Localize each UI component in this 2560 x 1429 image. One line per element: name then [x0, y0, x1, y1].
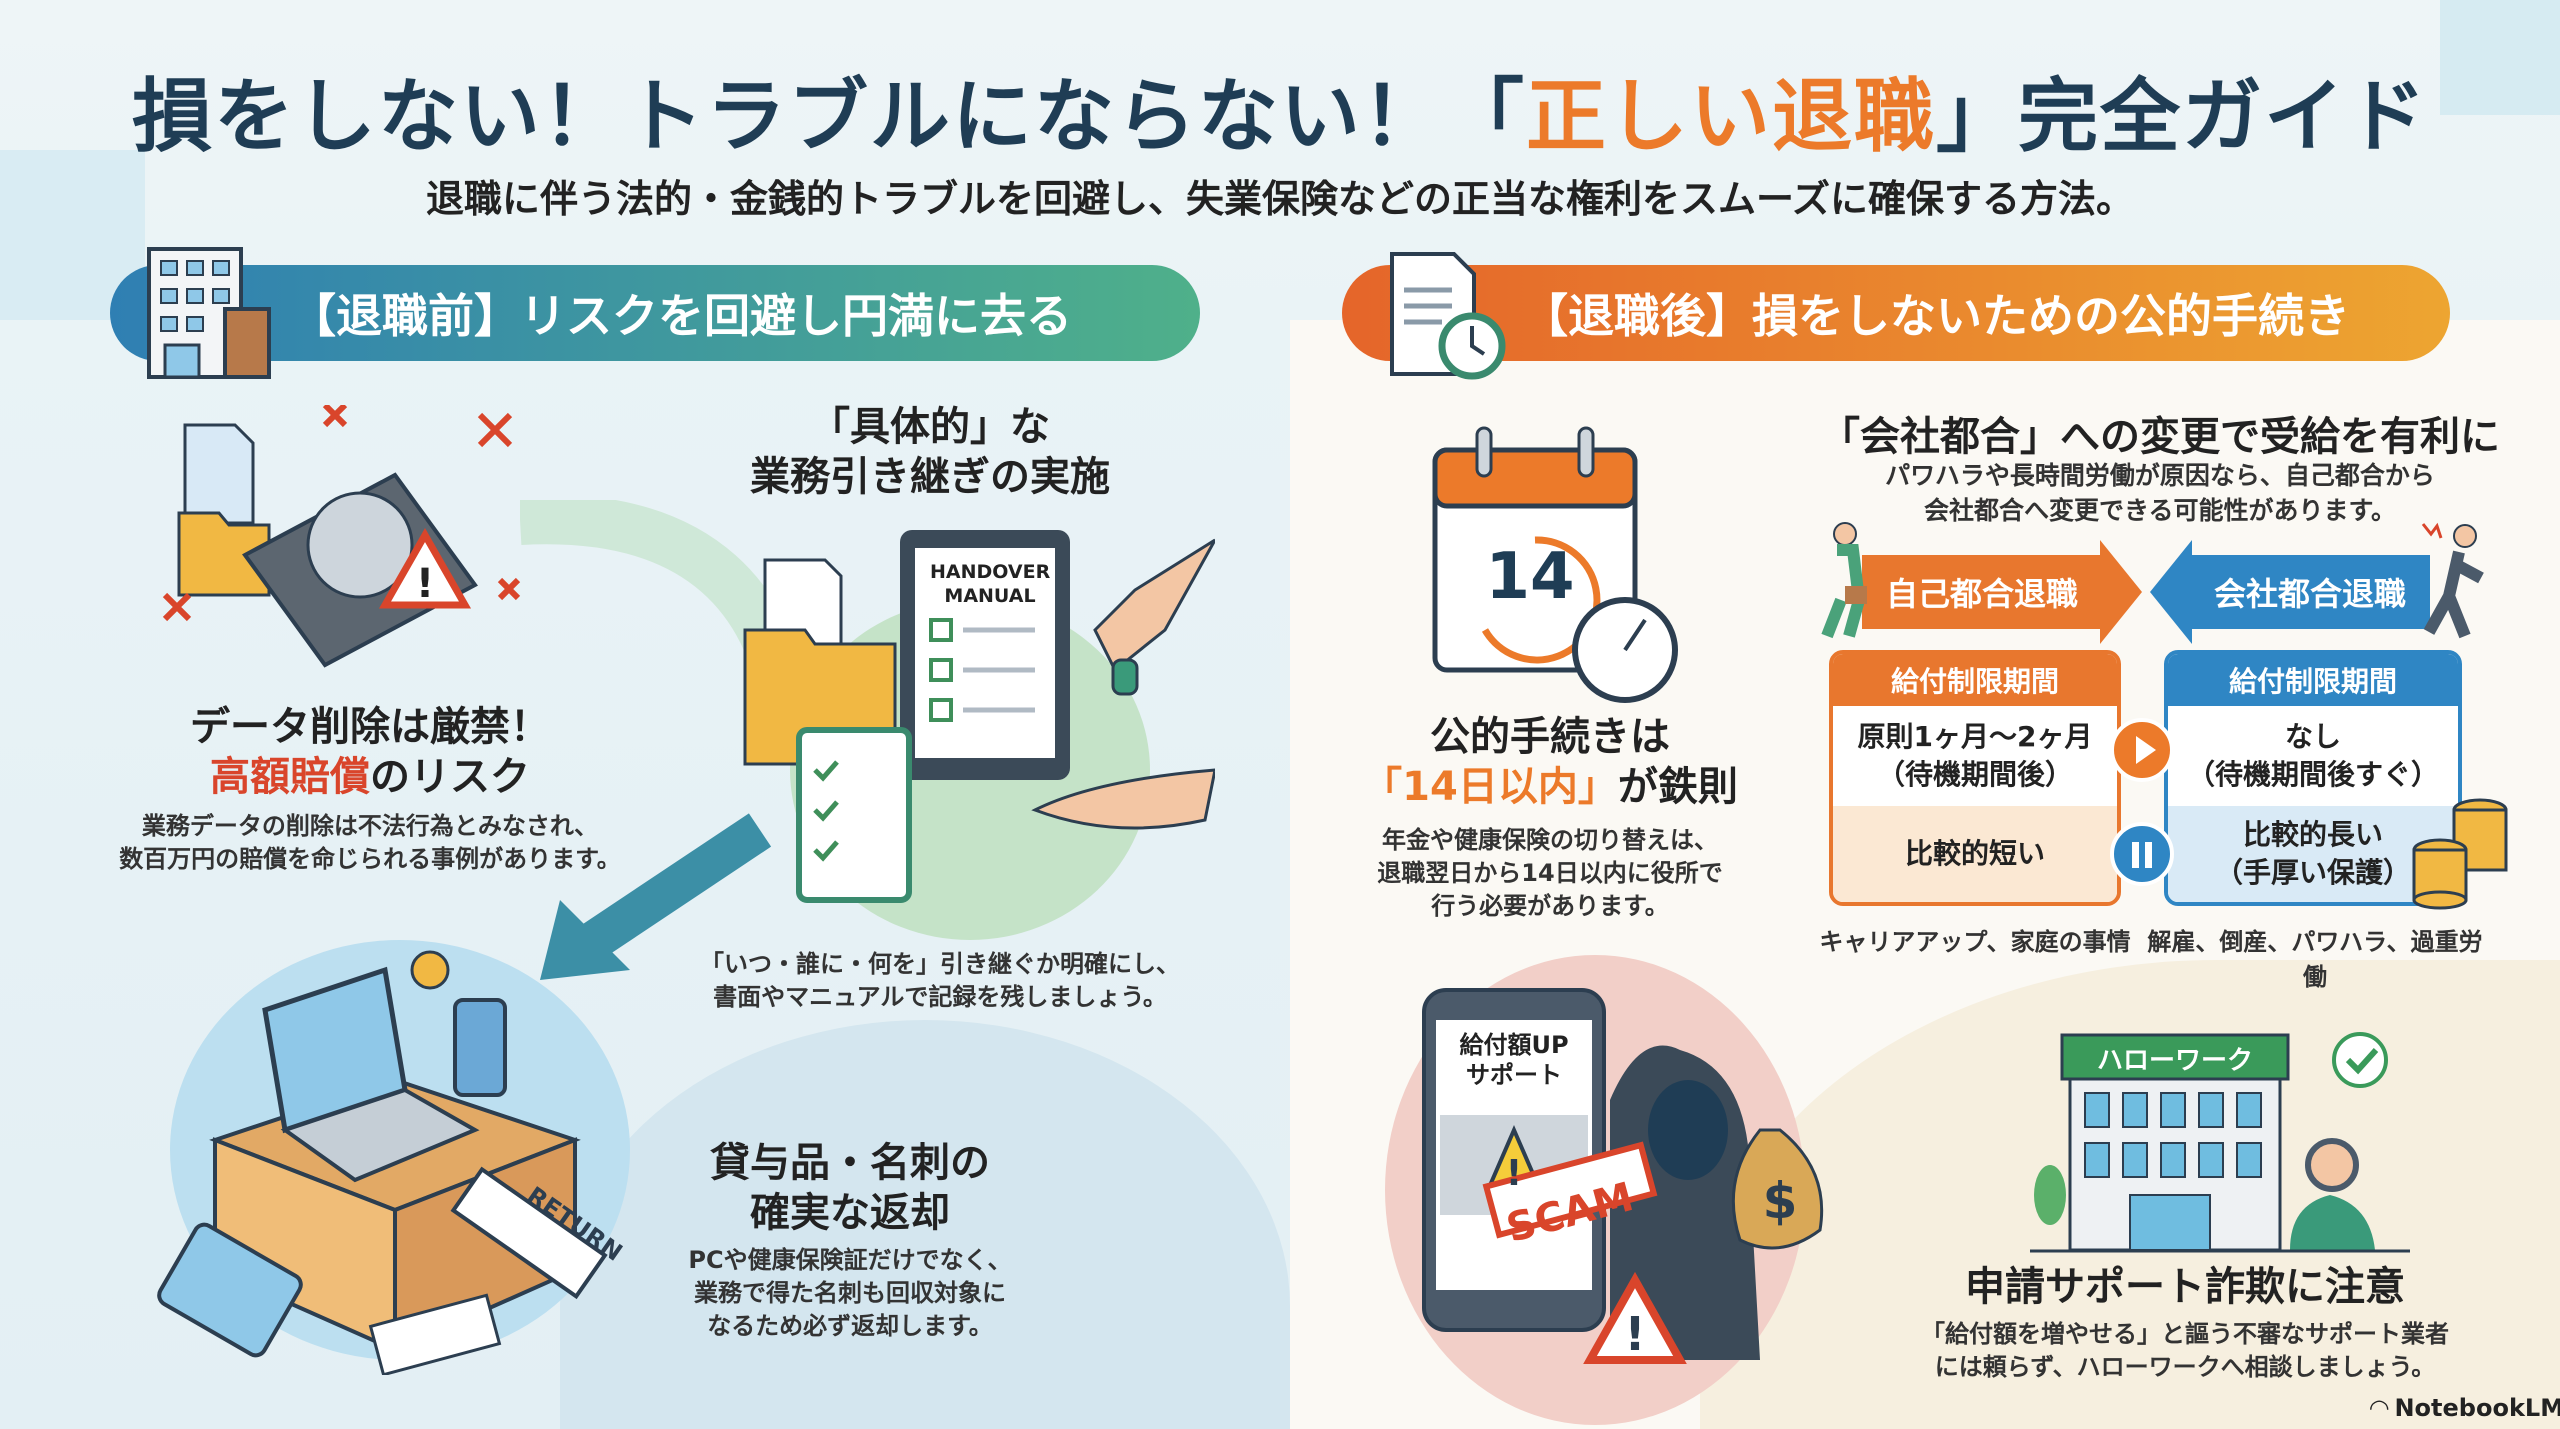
scam-description: 「給付額を増やせる」と謳う不審なサポート業者には頼らず、ハローワークへ相談しまし…: [1921, 1320, 2449, 1381]
play-icon: [2110, 718, 2174, 782]
arrow-head: [2150, 540, 2192, 644]
arrow-head: [2100, 540, 2142, 644]
svg-text:!: !: [416, 561, 434, 607]
arrow-label: 自己都合退職: [1885, 575, 2078, 613]
after-retirement-banner: 【退職後】損をしないための公的手続き: [1342, 265, 2450, 361]
scam-heading: 申請サポート詐欺に注意: [1965, 1264, 2405, 1310]
page-subtitle: 退職に伴う法的・金銭的トラブルを回避し、失業保険などの正当な権利をスムーズに確保…: [425, 177, 2135, 221]
company-reason-heading: 「会社都合」への変更で受給を有利に: [1820, 414, 2500, 460]
svg-text:$: $: [1763, 1172, 1798, 1230]
office-building-icon: [147, 247, 271, 379]
scam-illustration: $ ! !: [1422, 988, 1824, 1364]
svg-text:!: !: [1625, 1307, 1646, 1361]
company-reason-card: 給付制限期間 なし（待機期間後すぐ） 比較的長い（手厚い保護）: [2164, 650, 2462, 906]
company-reason-caption: 解雇、倒産、パワハラ、過重労働: [2147, 928, 2483, 991]
company-reason-description: パワハラや長時間労働が原因なら、自己都合から会社都合へ変更できる可能性があります…: [1885, 461, 2435, 525]
deadline-description: 年金や健康保険の切り替えは、退職翌日から14日以内に役所で行う必要があります。: [1377, 826, 1723, 920]
return-heading: 貸与品・名刺の確実な返却: [710, 1140, 990, 1236]
calendar-stopwatch-icon: [1432, 426, 1678, 703]
self-reason-arrow: 自己都合退職: [1862, 555, 2102, 629]
pause-icon: [2110, 822, 2174, 886]
card-period: 原則1ヶ月〜2ヶ月（待機期間後）: [1833, 706, 2117, 806]
card-header: 給付制限期間: [2168, 654, 2458, 706]
document-clock-icon: [1390, 252, 1506, 380]
deadline-heading: 公的手続きは「14日以内」が鉄則: [1362, 714, 1738, 810]
card-duration: 比較的短い: [1833, 806, 2117, 902]
self-reason-caption: キャリアアップ、家庭の事情: [1819, 928, 2131, 956]
broken-hard-drive-illustration: !: [162, 405, 521, 668]
coin-stack-icon: [2412, 798, 2508, 910]
card-header: 給付制限期間: [1833, 654, 2117, 706]
banner-label: 【退職後】損をしないための公的手続き: [1522, 289, 2350, 343]
notebooklm-logo-icon: ◠: [2370, 1394, 2389, 1422]
hello-work-sign: ハローワーク: [2096, 1046, 2253, 1076]
company-reason-arrow: 会社都合退職: [2190, 555, 2430, 629]
brand-label: NotebookLM: [2394, 1394, 2560, 1422]
return-box-illustration: [157, 950, 608, 1375]
before-retirement-banner: 【退職前】リスクを回避し円満に去る: [110, 265, 1200, 361]
svg-text:!: !: [1506, 1153, 1522, 1194]
handover-illustration: [743, 530, 1215, 903]
running-person-icon: [2421, 522, 2484, 639]
page-title: 損をしない！トラブルにならない！「正しい退職」完全ガイド: [132, 70, 2428, 163]
corner-decoration: [2440, 0, 2560, 115]
data-deletion-description: 業務データの削除は不法行為とみなされ、数百万円の賠償を命じられる事例があります。: [119, 812, 621, 873]
arrow-label: 会社都合退職: [2213, 575, 2406, 613]
card-duration: 比較的長い（手厚い保護）: [2168, 806, 2458, 902]
card-period: なし（待機期間後すぐ）: [2168, 706, 2458, 806]
return-description: PCや健康保険証だけでなく、業務で得た名刺も回収対象になるため必ず返却します。: [688, 1246, 1012, 1340]
handover-description: 「いつ・誰に・何を」引き継ぐか明確にし、書面やマニュアルで記録を残しましょう。: [700, 950, 1180, 1011]
walking-person-icon: [1821, 522, 1867, 639]
calendar-number: 14: [1485, 540, 1575, 614]
self-reason-card: 給付制限期間 原則1ヶ月〜2ヶ月（待機期間後） 比較的短い: [1829, 650, 2121, 906]
handover-heading: 「具体的」な業務引き継ぎの実施: [750, 404, 1110, 500]
hello-work-building-illustration: [2030, 1032, 2410, 1253]
data-deletion-heading: データ削除は厳禁！高額賠償のリスク: [190, 704, 550, 800]
notebooklm-watermark: ◠NotebookLM: [2370, 1394, 2560, 1422]
banner-label: 【退職前】リスクを回避し円満に去る: [290, 289, 1072, 343]
